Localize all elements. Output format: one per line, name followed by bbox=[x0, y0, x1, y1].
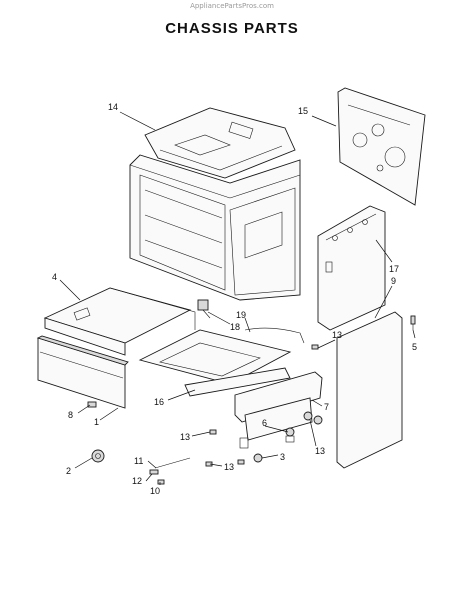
callout-6: 6 bbox=[262, 418, 267, 428]
callout-14: 14 bbox=[108, 102, 118, 112]
part-gas-tube bbox=[244, 327, 305, 344]
part-side-trim bbox=[336, 311, 403, 469]
part-burner-bracket bbox=[138, 329, 292, 397]
callout-8: 8 bbox=[68, 410, 73, 420]
page-title: CHASSIS PARTS bbox=[165, 20, 299, 37]
callout-19: 19 bbox=[236, 310, 246, 320]
callout-13-mid: 13 bbox=[180, 432, 190, 442]
part-valve-assembly bbox=[234, 371, 323, 441]
part-screws-13 bbox=[205, 344, 319, 467]
part-screw-5 bbox=[410, 315, 416, 330]
callout-4: 4 bbox=[52, 272, 57, 282]
callout-11: 11 bbox=[134, 456, 143, 466]
part-top-panel bbox=[144, 107, 296, 179]
callout-18: 18 bbox=[230, 322, 240, 332]
callout-10: 10 bbox=[150, 486, 160, 496]
callout-12: 12 bbox=[132, 476, 142, 486]
callout-17: 17 bbox=[389, 264, 399, 274]
part-rear-panel bbox=[337, 87, 426, 206]
callout-7: 7 bbox=[324, 402, 329, 412]
callout-15: 15 bbox=[298, 106, 308, 116]
callout-9: 9 bbox=[391, 276, 396, 286]
part-base-pan bbox=[43, 287, 196, 356]
callout-13-upper: 13 bbox=[332, 330, 342, 340]
callout-3: 3 bbox=[280, 452, 285, 462]
watermark: AppliancePartsPros.com bbox=[190, 2, 274, 10]
part-valve-6 bbox=[285, 427, 295, 443]
part-leveling-leg bbox=[91, 449, 105, 463]
callout-13-right: 13 bbox=[315, 446, 325, 456]
part-side-panel bbox=[317, 205, 386, 331]
leader-lines bbox=[59, 111, 416, 485]
callout-5: 5 bbox=[412, 342, 417, 352]
part-oven-cavity bbox=[129, 154, 301, 301]
part-igniter bbox=[197, 299, 211, 319]
callout-1: 1 bbox=[94, 417, 99, 427]
part-spark-wire bbox=[149, 457, 191, 485]
part-front-panel bbox=[36, 335, 129, 409]
callout-2: 2 bbox=[66, 466, 71, 476]
callout-16: 16 bbox=[154, 397, 164, 407]
callout-13-lower: 13 bbox=[224, 462, 234, 472]
part-valves-3 bbox=[239, 411, 323, 463]
part-screw-8 bbox=[87, 401, 97, 408]
